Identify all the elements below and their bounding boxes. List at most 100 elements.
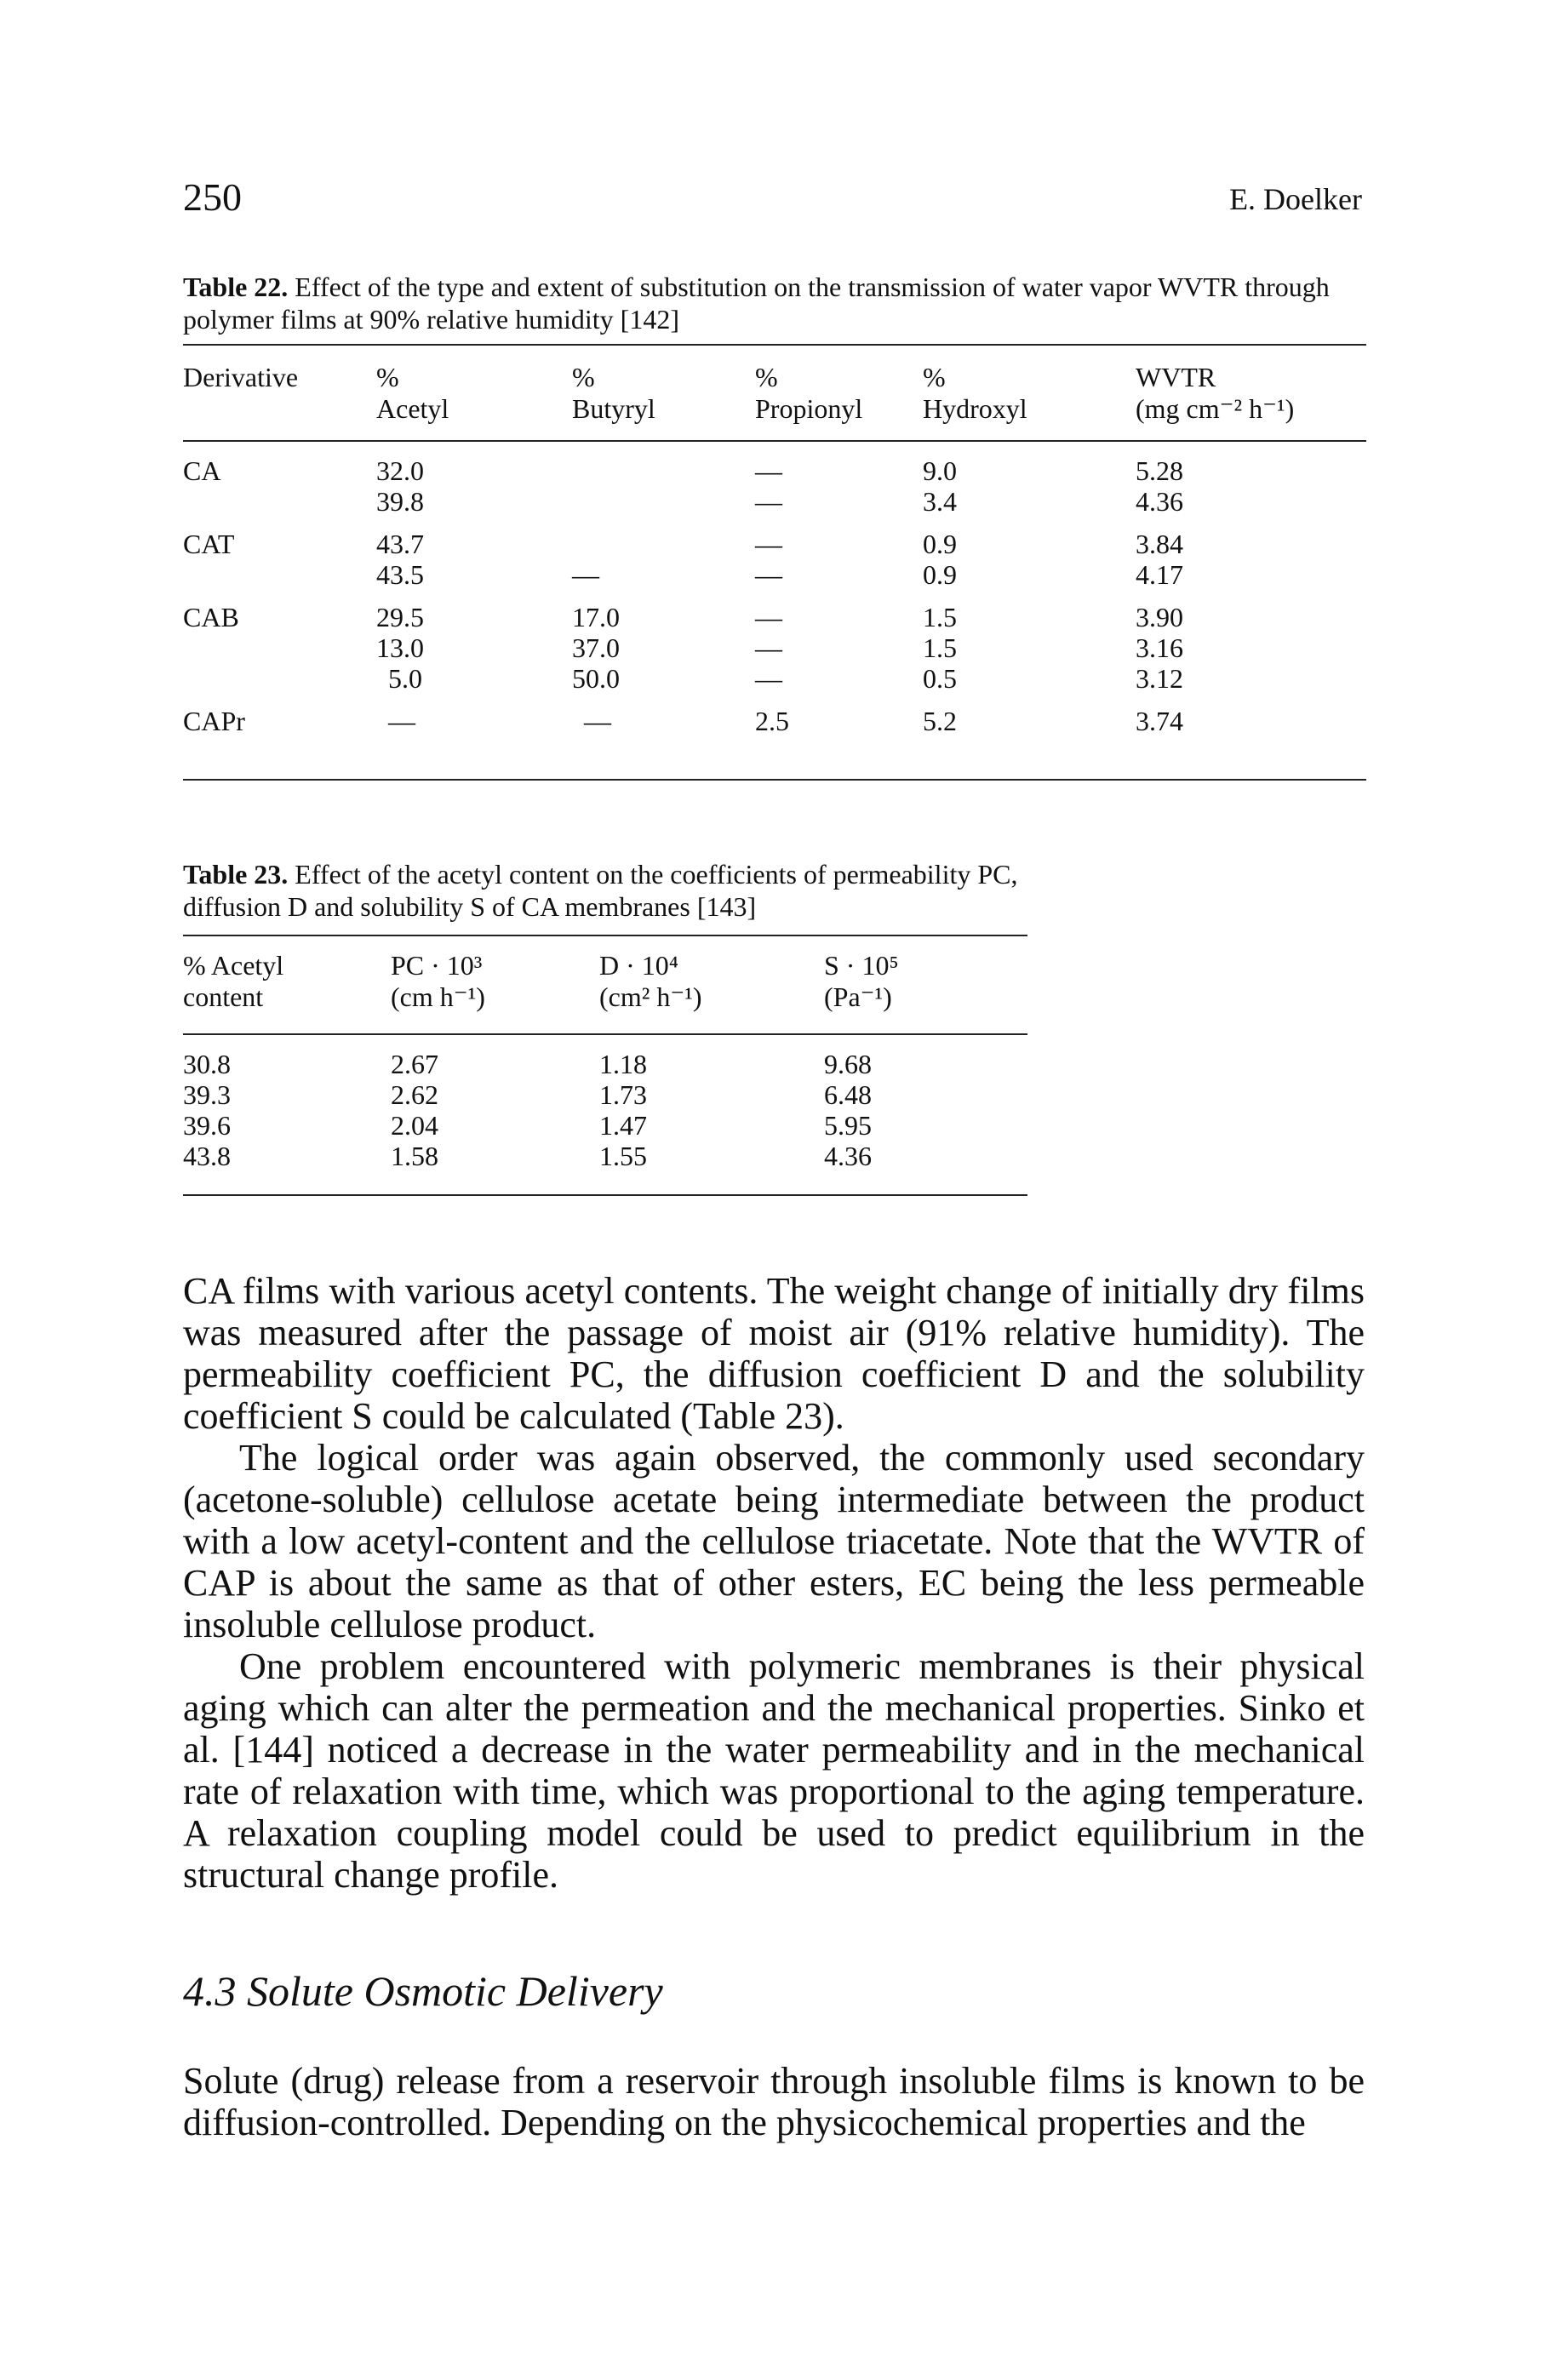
table22-label: Table 22. [183, 272, 289, 302]
table22-cell [183, 632, 376, 663]
table23-cell: 43.8 [183, 1141, 231, 1171]
table22-cell: 3.16 [1136, 632, 1183, 663]
paragraph: The logical order was again observed, th… [183, 1437, 1365, 1645]
table22-cell: 37.0 [572, 632, 620, 663]
table22-col-acetyl: % [376, 362, 399, 392]
table23-col-pc: PC · 10³ [391, 950, 483, 981]
table23-cell: 2.67 [391, 1049, 438, 1079]
table22-col-acetyl-sub: Acetyl [376, 393, 449, 424]
table22-cell: 5.0 [388, 663, 422, 694]
table23-cell: 1.55 [599, 1141, 647, 1171]
table22-col-wvtr: WVTR [1136, 362, 1216, 392]
table23-caption: Table 23. Effect of the acetyl content o… [183, 858, 1027, 923]
table22-cell: 0.5 [923, 663, 957, 694]
table23-cell: 2.62 [391, 1079, 438, 1110]
table23-cell: 9.68 [824, 1049, 872, 1079]
table23-cell: 1.47 [599, 1110, 647, 1141]
table-row: 43.8 1.58 1.55 4.36 [183, 1141, 1027, 1171]
table-row: CAPr — — 2.5 5.2 3.74 [183, 706, 1366, 736]
table22-cell: — [572, 559, 599, 590]
table22-cell: — [755, 632, 782, 663]
table-row: CAB 29.5 17.0 — 1.5 3.90 [183, 602, 1366, 632]
table-row: 39.3 2.62 1.73 6.48 [183, 1079, 1027, 1110]
table22-cell: 0.9 [923, 529, 957, 559]
table-row: CA 32.0 — 9.0 5.28 [183, 455, 1366, 486]
table22-caption: Table 22. Effect of the type and extent … [183, 271, 1366, 335]
table22-col-hydroxyl-sub: Hydroxyl [923, 393, 1027, 424]
table23-col-pc-unit: (cm h⁻¹) [391, 981, 485, 1012]
table22-col-butyryl: % [572, 362, 595, 392]
table23-col-d: D · 10⁴ [599, 950, 678, 981]
table22-cell: 13.0 [376, 632, 424, 663]
table23-cell: 30.8 [183, 1049, 231, 1079]
table22-cell: 0.9 [923, 559, 957, 590]
table23-cell: 6.48 [824, 1079, 872, 1110]
body-text: CA films with various acetyl contents. T… [183, 1270, 1365, 1896]
table22-cell: — [755, 559, 782, 590]
table22-cell: 2.5 [755, 706, 789, 736]
table22-col-derivative: Derivative [183, 362, 299, 392]
table23-cell: 4.36 [824, 1141, 872, 1171]
table23-col-s-unit: (Pa⁻¹) [824, 981, 892, 1012]
table22-cell: CAB [183, 602, 239, 632]
table-row: 13.0 37.0 — 1.5 3.16 [183, 632, 1366, 663]
paragraph: CA films with various acetyl contents. T… [183, 1270, 1365, 1437]
table23-cell: 1.73 [599, 1079, 647, 1110]
table22-cell: — [755, 529, 782, 559]
table22-cell: CAT [183, 529, 235, 559]
table22-cell: 3.74 [1136, 706, 1183, 736]
running-head-author: E. Doelker [1229, 182, 1362, 216]
table-row: 39.8 — 3.4 4.36 [183, 486, 1366, 517]
table23-cell: 39.3 [183, 1079, 231, 1110]
table-row: 30.8 2.67 1.18 9.68 [183, 1049, 1027, 1079]
table-row: 39.6 2.04 1.47 5.95 [183, 1110, 1027, 1141]
table22-cell: — [755, 663, 782, 694]
table22-cell: — [755, 486, 782, 517]
table22-cell: CAPr [183, 706, 245, 736]
table23-header: % Acetyl PC · 10³ D · 10⁴ S · 10⁵ conten… [183, 950, 1027, 1013]
table22-cell: 3.4 [923, 486, 957, 517]
table22-cell [183, 663, 376, 694]
table23-body: 30.8 2.67 1.18 9.68 39.3 2.62 1.73 6.48 … [183, 1049, 1027, 1171]
table22-cell: — [388, 706, 415, 736]
table22-cell [183, 486, 376, 517]
table22-cell: — [755, 602, 782, 632]
table22-col-propionyl: % [755, 362, 778, 392]
table23-cell: 39.6 [183, 1110, 231, 1141]
table23-top-rule [183, 935, 1027, 936]
table22-cell: 43.5 [376, 559, 424, 590]
table22-cell: 17.0 [572, 602, 620, 632]
table22-cell: 39.8 [376, 486, 424, 517]
table23-label: Table 23. [183, 859, 289, 890]
table-row: CAT 43.7 — 0.9 3.84 [183, 529, 1366, 559]
table22-cell: CA [183, 455, 221, 486]
section-heading: 4.3 Solute Osmotic Delivery [183, 1967, 663, 2015]
table23-header-rule [183, 1033, 1027, 1035]
table23-cell: 1.58 [391, 1141, 438, 1171]
table-row: 5.0 50.0 — 0.5 3.12 [183, 663, 1366, 694]
body-text-continued: Solute (drug) release from a reservoir t… [183, 2060, 1365, 2143]
table22-col-wvtr-unit: (mg cm⁻² h⁻¹) [1136, 393, 1295, 424]
table23-caption-text: Effect of the acetyl content on the coef… [183, 859, 1018, 922]
table22-cell: 50.0 [572, 663, 620, 694]
table22-cell: 1.5 [923, 602, 957, 632]
table22-header: Derivative % % % % WVTR Acetyl Butyryl P… [183, 362, 1366, 425]
table22-cell: 9.0 [923, 455, 957, 486]
table23-col-d-unit: (cm² h⁻¹) [599, 981, 702, 1012]
table22-body: CA 32.0 — 9.0 5.28 39.8 — 3.4 4.36 CAT 4… [183, 455, 1366, 736]
table22-cell [572, 486, 755, 517]
table22-cell: 4.17 [1136, 559, 1183, 590]
table23-cell: 1.18 [599, 1049, 647, 1079]
table22-cell [572, 529, 755, 559]
table23-cell: 2.04 [391, 1110, 438, 1141]
table-row: 43.5 — — 0.9 4.17 [183, 559, 1366, 590]
table23-cell: 5.95 [824, 1110, 872, 1141]
table23-col-acetyl-sub: content [183, 981, 264, 1012]
page-number: 250 [183, 175, 242, 219]
table22-cell: 5.28 [1136, 455, 1183, 486]
table22-cell: — [584, 706, 611, 736]
table22-col-hydroxyl: % [923, 362, 946, 392]
table22-cell: 29.5 [376, 602, 424, 632]
table22-cell: 32.0 [376, 455, 424, 486]
table22-cell: 3.90 [1136, 602, 1183, 632]
